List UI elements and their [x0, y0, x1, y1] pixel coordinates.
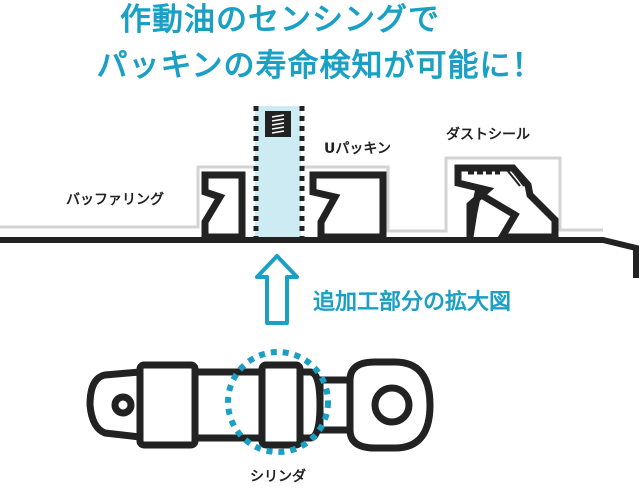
dust-seal-shape: [454, 164, 559, 241]
cylinder-illustration: [86, 358, 434, 452]
groove-outline: [0, 156, 603, 233]
cylinder-label: シリンダ: [250, 469, 306, 485]
u-packing-shape: [309, 171, 387, 241]
dust-seal-lip-dashes: [468, 169, 525, 187]
u-packing-label: Uパッキン: [324, 141, 391, 157]
enlarged-view-caption: 追加工部分の拡大図: [313, 290, 512, 315]
headline-line-2: パッキンの寿命検知が可能に！: [96, 48, 544, 84]
headline-line-1: 作動油のセンシングで: [120, 2, 440, 38]
sensor-chip-icon: [265, 111, 291, 137]
dust-seal-label: ダストシール: [446, 127, 530, 143]
arrow-up-icon: [255, 254, 299, 325]
rod-surface-line: [0, 237, 639, 278]
enlarged-area-marker: [225, 349, 331, 455]
buffer-ring-shape: [201, 171, 246, 241]
buffer-ring-label: バッファリング: [66, 192, 164, 208]
